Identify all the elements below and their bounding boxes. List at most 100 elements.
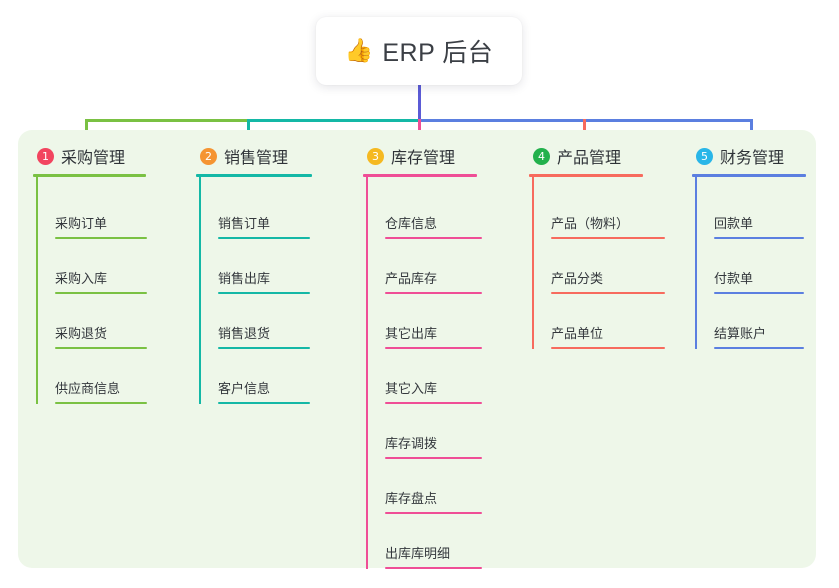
leaf-item-label: 产品单位 bbox=[551, 326, 604, 341]
branch-title-1: 采购管理 bbox=[61, 150, 126, 167]
branch-underline-5 bbox=[692, 174, 806, 177]
branch-badge-4: 4 bbox=[533, 147, 550, 165]
branch-badge-1: 1 bbox=[37, 147, 54, 165]
leaf-spine-3 bbox=[366, 177, 368, 569]
leaf-group-2: 销售订单销售出库销售退货客户信息 bbox=[196, 177, 312, 404]
leaf-item[interactable]: 结算账户 bbox=[692, 294, 806, 349]
leaf-item-label: 产品库存 bbox=[385, 271, 438, 286]
leaf-item-underline bbox=[218, 347, 310, 349]
branch-title-3: 库存管理 bbox=[391, 150, 456, 167]
leaf-item[interactable]: 采购入库 bbox=[33, 239, 147, 294]
leaf-item-underline bbox=[55, 292, 147, 294]
branch-underline-3 bbox=[363, 174, 477, 177]
leaf-item-underline bbox=[218, 292, 310, 294]
leaf-item[interactable]: 销售出库 bbox=[196, 239, 312, 294]
leaf-item-underline bbox=[385, 347, 482, 349]
leaf-item[interactable]: 产品单位 bbox=[529, 294, 665, 349]
leaf-item-underline bbox=[385, 567, 482, 569]
leaf-item-label: 其它出库 bbox=[385, 326, 438, 341]
leaf-group-1: 采购订单采购入库采购退货供应商信息 bbox=[33, 177, 147, 404]
leaf-item-underline bbox=[55, 237, 147, 239]
leaf-item[interactable]: 销售订单 bbox=[196, 177, 312, 239]
leaf-item[interactable]: 其它出库 bbox=[363, 294, 482, 349]
bus-segment-2 bbox=[247, 119, 421, 122]
leaf-item-label: 回款单 bbox=[714, 216, 754, 231]
leaf-item[interactable]: 库存盘点 bbox=[363, 459, 482, 514]
root-title: ERP 后台 bbox=[382, 39, 494, 67]
branch-header-5[interactable]: 5 财务管理 bbox=[692, 144, 806, 168]
branch-header-2[interactable]: 2 销售管理 bbox=[196, 144, 312, 168]
branch-header-1[interactable]: 1 采购管理 bbox=[33, 144, 147, 168]
branch-badge-3: 3 bbox=[367, 147, 384, 165]
branch-column-1: 1 采购管理采购订单采购入库采购退货供应商信息 bbox=[33, 144, 147, 404]
branch-header-3[interactable]: 3 库存管理 bbox=[363, 144, 482, 168]
leaf-item[interactable]: 采购订单 bbox=[33, 177, 147, 239]
branch-badge-2: 2 bbox=[200, 147, 217, 165]
branch-column-5: 5 财务管理回款单付款单结算账户 bbox=[692, 144, 806, 349]
branch-column-4: 4 产品管理产品（物料） 产品分类产品单位 bbox=[529, 144, 665, 349]
branch-column-3: 3 库存管理仓库信息产品库存其它出库其它入库库存调拨库存盘点出库库明细 bbox=[363, 144, 482, 569]
leaf-item[interactable]: 产品库存 bbox=[363, 239, 482, 294]
leaf-item[interactable]: 供应商信息 bbox=[33, 349, 147, 404]
branch-title-4: 产品管理 bbox=[557, 150, 622, 167]
leaf-item-label: 销售订单 bbox=[218, 216, 271, 231]
branch-title-5: 财务管理 bbox=[720, 150, 785, 167]
leaf-item-label: 付款单 bbox=[714, 271, 754, 286]
branch-underline-4 bbox=[529, 174, 643, 177]
leaf-item-underline bbox=[551, 292, 665, 294]
leaf-group-4: 产品（物料） 产品分类产品单位 bbox=[529, 177, 665, 349]
diagram-panel bbox=[18, 130, 816, 568]
leaf-item-label: 采购入库 bbox=[55, 271, 108, 286]
leaf-item-label: 出库库明细 bbox=[385, 546, 451, 561]
leaf-item-label: 其它入库 bbox=[385, 381, 438, 396]
leaf-item-underline bbox=[385, 402, 482, 404]
leaf-item-label: 采购退货 bbox=[55, 326, 108, 341]
leaf-item[interactable]: 仓库信息 bbox=[363, 177, 482, 239]
leaf-item[interactable]: 客户信息 bbox=[196, 349, 312, 404]
leaf-item-label: 结算账户 bbox=[714, 326, 767, 341]
branch-underline-1 bbox=[33, 174, 146, 177]
leaf-item-label: 客户信息 bbox=[218, 381, 271, 396]
leaf-item[interactable]: 付款单 bbox=[692, 239, 806, 294]
branch-column-2: 2 销售管理销售订单销售出库销售退货客户信息 bbox=[196, 144, 312, 404]
leaf-item-underline bbox=[551, 347, 665, 349]
leaf-item-label: 库存盘点 bbox=[385, 491, 438, 506]
leaf-item-underline bbox=[385, 457, 482, 459]
leaf-item-underline bbox=[551, 237, 665, 239]
leaf-item-underline bbox=[714, 347, 804, 349]
leaf-item[interactable]: 其它入库 bbox=[363, 349, 482, 404]
branch-title-2: 销售管理 bbox=[224, 150, 289, 167]
leaf-item-underline bbox=[714, 237, 804, 239]
leaf-item-underline bbox=[55, 402, 147, 404]
leaf-item-underline bbox=[218, 237, 310, 239]
leaf-item-label: 采购订单 bbox=[55, 216, 108, 231]
leaf-item-underline bbox=[385, 512, 482, 514]
leaf-item[interactable]: 产品（物料） bbox=[529, 177, 665, 239]
leaf-item-underline bbox=[218, 402, 310, 404]
leaf-item-underline bbox=[55, 347, 147, 349]
root-node[interactable]: 👍 ERP 后台 bbox=[316, 17, 522, 85]
leaf-item-label: 仓库信息 bbox=[385, 216, 438, 231]
leaf-group-5: 回款单付款单结算账户 bbox=[692, 177, 806, 349]
branch-badge-5: 5 bbox=[696, 147, 713, 165]
leaf-group-3: 仓库信息产品库存其它出库其它入库库存调拨库存盘点出库库明细 bbox=[363, 177, 482, 569]
branch-header-4[interactable]: 4 产品管理 bbox=[529, 144, 665, 168]
leaf-item[interactable]: 出库库明细 bbox=[363, 514, 482, 569]
leaf-item-label: 销售出库 bbox=[218, 271, 271, 286]
leaf-item-label: 库存调拨 bbox=[385, 436, 438, 451]
leaf-spine-1 bbox=[36, 177, 38, 404]
branch-underline-2 bbox=[196, 174, 312, 177]
leaf-item[interactable]: 产品分类 bbox=[529, 239, 665, 294]
leaf-spine-4 bbox=[532, 177, 534, 349]
leaf-item[interactable]: 采购退货 bbox=[33, 294, 147, 349]
root-node-content: 👍 ERP 后台 bbox=[345, 33, 494, 69]
leaf-item-underline bbox=[385, 292, 482, 294]
leaf-item[interactable]: 回款单 bbox=[692, 177, 806, 239]
leaf-item-underline bbox=[385, 237, 482, 239]
leaf-item[interactable]: 库存调拨 bbox=[363, 404, 482, 459]
leaf-item-label: 产品分类 bbox=[551, 271, 604, 286]
root-stem-line bbox=[418, 85, 421, 122]
leaf-item[interactable]: 销售退货 bbox=[196, 294, 312, 349]
bus-segment-1 bbox=[85, 119, 250, 122]
thumbs-up-icon: 👍 bbox=[344, 37, 374, 64]
